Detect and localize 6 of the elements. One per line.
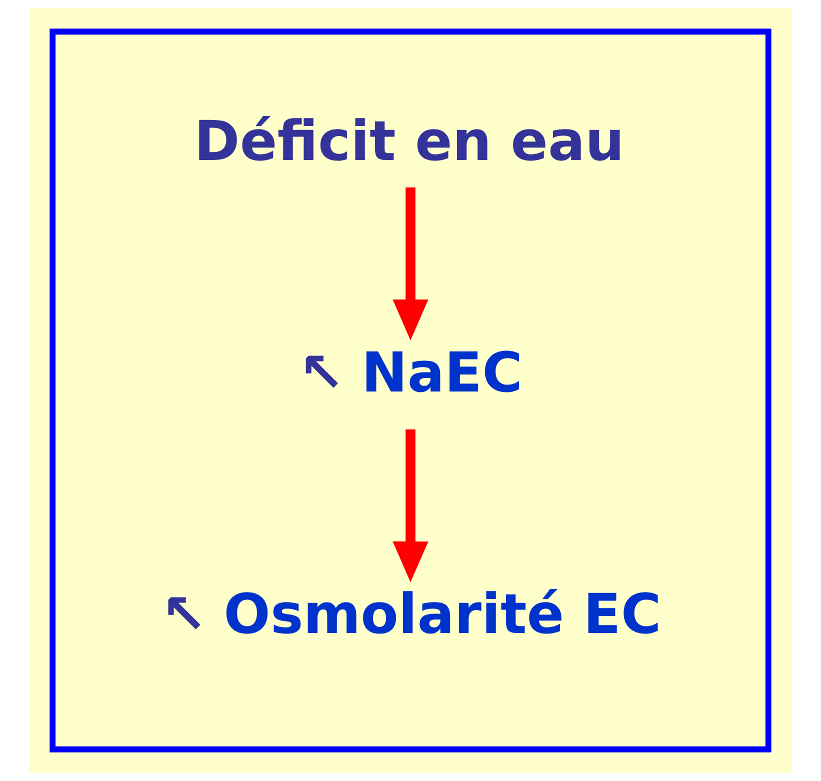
- arrow: [392, 429, 428, 582]
- node-text: ↖ NaEC: [298, 340, 523, 404]
- arrow: [392, 187, 428, 340]
- node-text: ↖ Osmolarité EC: [160, 582, 662, 646]
- node-text: Déficit en eau: [194, 109, 624, 174]
- cluster: [50, 28, 772, 752]
